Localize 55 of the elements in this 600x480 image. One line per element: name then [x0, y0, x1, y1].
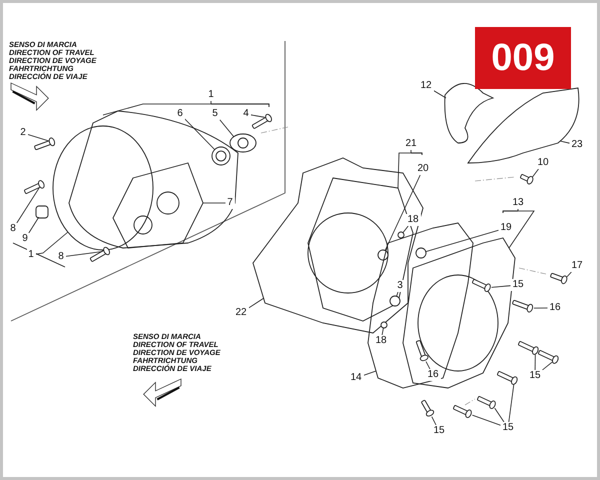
leader-line — [426, 361, 430, 370]
leader-line — [508, 384, 514, 422]
callout-number: 12 — [418, 80, 434, 92]
callout-number: 6 — [176, 108, 184, 120]
leader-line — [566, 272, 572, 278]
leader-line — [472, 414, 501, 426]
leader-line — [398, 150, 412, 188]
callout-number: 10 — [536, 157, 550, 169]
gasket — [68, 110, 238, 248]
bolt — [520, 174, 534, 184]
leader-line — [250, 114, 265, 118]
leader-line — [508, 208, 535, 248]
leader-line — [542, 362, 553, 370]
leader-line — [27, 134, 48, 142]
bolt — [90, 246, 110, 262]
leader-line — [402, 226, 409, 234]
callout-number: 8 — [56, 251, 66, 263]
callout-number: 16 — [426, 369, 440, 381]
callout-number: 15 — [510, 279, 526, 291]
leader-line — [16, 187, 40, 224]
leader-line — [534, 354, 536, 370]
leader-line — [248, 298, 264, 308]
leader-line — [491, 285, 511, 288]
leader-line — [382, 328, 384, 336]
leader-line — [65, 251, 103, 257]
callout-number: 20 — [416, 163, 430, 175]
leader-line — [560, 140, 570, 144]
leader-line — [28, 216, 40, 234]
callout-number: 17 — [570, 260, 584, 272]
bolt — [416, 340, 428, 362]
bolt — [512, 300, 534, 312]
callout-number: 3 — [396, 280, 404, 292]
bolt — [252, 114, 272, 130]
plug — [36, 206, 48, 218]
cover — [444, 83, 494, 144]
bushing — [390, 296, 400, 306]
page-number-badge: 009 — [475, 27, 571, 89]
leader-line — [532, 168, 539, 178]
leader-line — [431, 416, 436, 426]
leader-line — [396, 292, 398, 297]
gasket — [230, 134, 256, 152]
bolt — [538, 350, 559, 364]
leader-line — [219, 119, 234, 138]
gasket — [368, 222, 474, 388]
callout-number: 5 — [210, 108, 220, 120]
leader-line — [202, 202, 226, 204]
bolt — [34, 138, 56, 150]
leader-line — [184, 118, 216, 150]
cover — [52, 126, 154, 250]
leader-line — [494, 408, 504, 422]
leader-line — [35, 232, 68, 255]
leader-line — [363, 370, 376, 376]
leader-line — [102, 100, 212, 116]
bushing — [416, 248, 426, 258]
leader-line — [433, 90, 446, 98]
